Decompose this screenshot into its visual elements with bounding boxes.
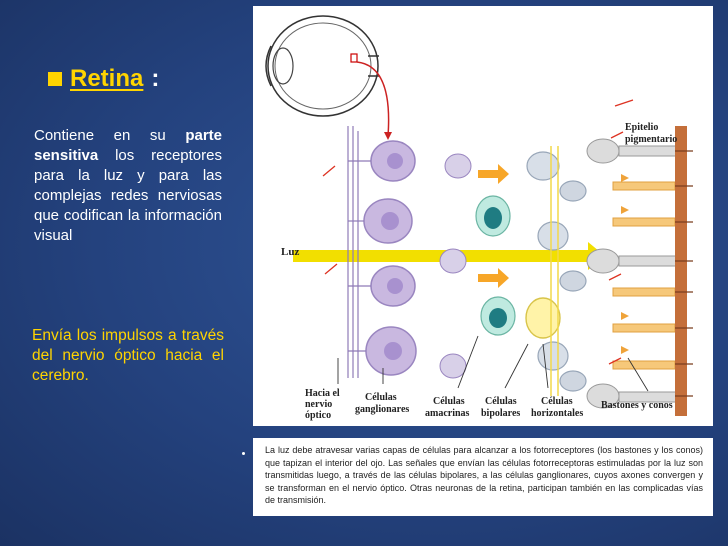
amacrine-cells	[439, 153, 516, 379]
para1-prefix: Contiene en su	[34, 127, 186, 144]
slide-title: Retina:	[48, 64, 159, 94]
retina-figure: Epitelio pigmentario Luz Hacia el nervio…	[253, 6, 713, 426]
para1-suffix: los receptores para la luz y para las co…	[34, 147, 222, 244]
title-colon: :	[151, 65, 160, 92]
pigment-epithelium	[675, 126, 687, 416]
label-nervio: nervio	[305, 399, 332, 410]
label-bastones-conos: Bastones y conos	[601, 400, 673, 411]
figure-caption: La luz debe atravesar varias capas de cé…	[253, 438, 713, 516]
label-bipolares: bipolares	[481, 408, 520, 419]
retina-diagram: Epitelio pigmentario Luz Hacia el nervio…	[265, 15, 693, 421]
label-pigmentario: pigmentario	[625, 134, 677, 145]
optic-nerve-paragraph: Envía los impulsos a través del nervio ó…	[32, 327, 224, 384]
label-hacia-el: Hacia el	[305, 388, 340, 399]
photoreceptors	[586, 138, 680, 409]
description-paragraph: Contiene en su parte sensitiva los recep…	[34, 126, 222, 246]
label-horizontales: horizontales	[531, 408, 583, 419]
label-celulas-horizontales: Células	[541, 396, 573, 407]
horizontal-cells	[559, 180, 587, 392]
label-celulas-bipolares: Células	[485, 396, 517, 407]
label-amacrinas: amacrinas	[425, 408, 470, 419]
title-word: Retina	[70, 65, 144, 92]
label-luz: Luz	[281, 246, 299, 258]
label-epitelio: Epitelio	[625, 122, 658, 133]
signal-arrows	[478, 164, 509, 288]
bullet-square-icon	[48, 72, 62, 86]
label-celulas-ganglionares: Células	[365, 392, 397, 403]
label-celulas-amacrinas: Células	[433, 396, 465, 407]
label-ganglionares: ganglionares	[355, 404, 409, 415]
zoom-arrow-icon	[356, 61, 390, 137]
eye-outline-icon	[265, 15, 379, 117]
caption-bullet	[242, 452, 245, 455]
label-optico: óptico	[305, 410, 331, 421]
para1-bold: parte sensitiva	[34, 127, 222, 164]
